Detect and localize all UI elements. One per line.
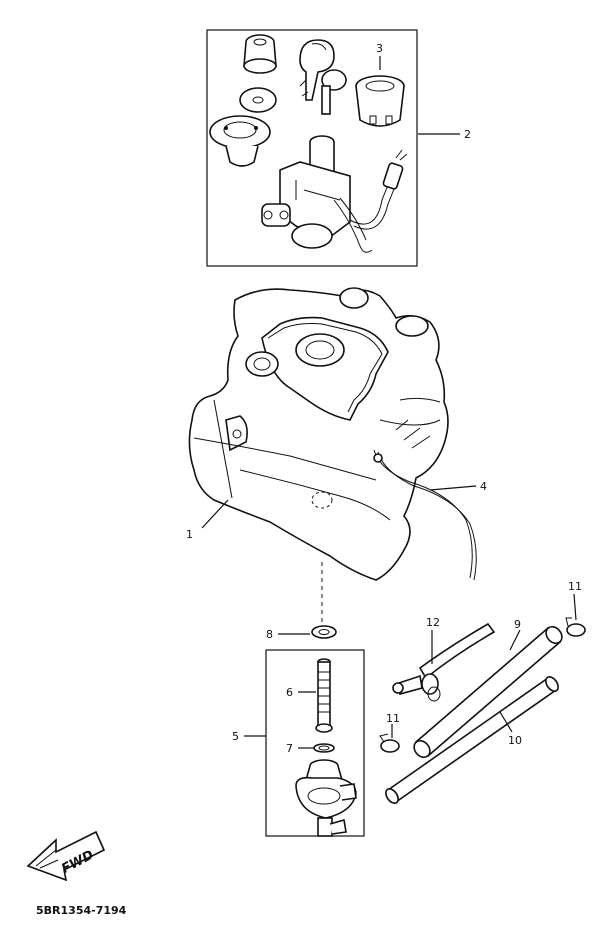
- callout-3: 3: [376, 42, 383, 55]
- tank-cap-group: [206, 29, 418, 267]
- main-switch-body: [261, 135, 373, 253]
- petcock-body: [295, 759, 357, 837]
- leader-lines: [201, 56, 577, 749]
- callout-11-lower: 11: [386, 712, 400, 725]
- callout-9: 9: [514, 618, 521, 631]
- forward-arrow-icon: FWD: [26, 830, 106, 882]
- callout-2: 2: [464, 128, 471, 141]
- fuel-hoses: [385, 622, 563, 804]
- fuel-cock-group: [265, 625, 365, 837]
- hose-clip-11-lower: [379, 733, 400, 753]
- cap-body-3: [355, 75, 405, 127]
- callout-12: 12: [426, 616, 440, 629]
- callout-10: 10: [508, 734, 522, 747]
- callout-8: 8: [266, 628, 273, 641]
- fuel-cock-group-box: [265, 649, 365, 837]
- callout-6: 6: [286, 686, 293, 699]
- callout-1: 1: [186, 528, 193, 541]
- callout-11-upper: 11: [568, 580, 582, 593]
- tank-cap-flange: [209, 115, 271, 167]
- drawing-code: 5BR1354-7194: [36, 904, 127, 917]
- washer-8: [311, 625, 337, 639]
- o-ring-7: [313, 743, 335, 753]
- filter-6: [315, 658, 333, 733]
- callout-7: 7: [286, 742, 293, 755]
- fuel-tank: [188, 287, 477, 581]
- callout-4: 4: [480, 480, 487, 493]
- hose-clip-11-upper: [565, 617, 586, 637]
- tank-cap-group-box: [206, 29, 418, 267]
- cap-part-small: [243, 34, 277, 74]
- callout-5: 5: [232, 730, 239, 743]
- switch-wire-connector: [349, 149, 408, 230]
- key-set: [299, 39, 347, 115]
- cap-seal: [239, 87, 277, 113]
